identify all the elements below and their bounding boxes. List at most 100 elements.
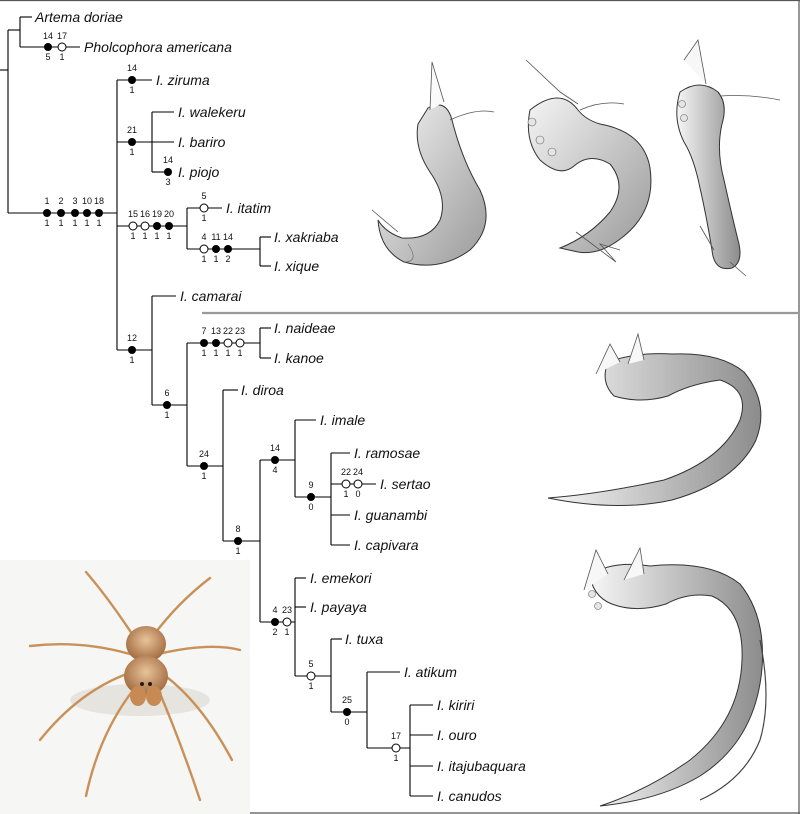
marker-filled xyxy=(71,209,79,217)
char-state: 1 xyxy=(166,231,171,241)
procursus-drawing-2 xyxy=(583,546,767,807)
char-state: 0 xyxy=(308,502,313,512)
char-number: 11 xyxy=(211,232,220,242)
genital-illustrations-top xyxy=(371,38,781,277)
bulbal-drawing-2 xyxy=(525,59,652,263)
char-state: 2 xyxy=(272,627,277,637)
char-number: 4 xyxy=(272,605,277,615)
spider-habitus-photo xyxy=(0,560,250,814)
marker-open xyxy=(57,42,67,52)
marker-open xyxy=(140,221,150,231)
char-number: 17 xyxy=(391,731,401,741)
char-number: 15 xyxy=(128,209,138,219)
character-markers: 14 17 5 1 14 1 1 2 3 10 18 1 1 1 1 1 21 … xyxy=(43,31,401,763)
char-state: 1 xyxy=(58,218,63,228)
taxon-label: I. payaya xyxy=(310,599,367,615)
char-number: 20 xyxy=(164,209,174,219)
char-number: 12 xyxy=(127,333,137,343)
marker-filled xyxy=(43,209,51,217)
marker-open xyxy=(391,743,401,753)
char-state: 1 xyxy=(201,348,206,358)
char-number: 14 xyxy=(270,443,280,453)
procursus-drawing-1 xyxy=(547,332,762,506)
marker-filled xyxy=(95,209,103,217)
marker-filled xyxy=(271,618,279,626)
char-number: 22 xyxy=(223,326,233,336)
marker-filled xyxy=(57,209,65,217)
marker-open xyxy=(282,617,292,627)
marker-filled xyxy=(234,537,242,545)
marker-filled xyxy=(307,493,315,501)
char-number: 6 xyxy=(164,388,169,398)
char-state: 1 xyxy=(154,231,159,241)
marker-open xyxy=(235,338,245,348)
char-number: 3 xyxy=(72,196,77,206)
marker-filled xyxy=(200,462,208,470)
char-state: 1 xyxy=(129,147,134,157)
char-number: 4 xyxy=(201,232,206,242)
marker-filled xyxy=(128,76,136,84)
char-state: 1 xyxy=(84,218,89,228)
taxon-label: I. kiriri xyxy=(437,697,475,713)
bulbal-drawing-1 xyxy=(371,61,495,266)
char-number: 14 xyxy=(43,31,53,41)
taxon-label: I. walekeru xyxy=(178,104,246,120)
char-state: 4 xyxy=(272,465,277,475)
char-state: 1 xyxy=(129,85,134,95)
char-number: 14 xyxy=(163,155,173,165)
char-number: 14 xyxy=(223,232,233,242)
char-state: 1 xyxy=(235,546,240,556)
char-state: 0 xyxy=(355,489,360,499)
char-state: 1 xyxy=(130,231,135,241)
marker-filled xyxy=(83,209,91,217)
marker-open xyxy=(223,338,233,348)
char-number: 18 xyxy=(94,196,104,206)
marker-filled xyxy=(212,339,220,347)
char-number: 24 xyxy=(353,467,363,477)
taxon-label: I. sertao xyxy=(380,476,431,492)
taxon-label: I. canudos xyxy=(437,788,502,804)
marker-filled xyxy=(165,222,173,230)
marker-open xyxy=(353,479,363,489)
taxon-label: I. ouro xyxy=(437,727,477,743)
marker-open xyxy=(128,221,138,231)
char-state: 0 xyxy=(344,717,349,727)
taxon-label: I. camarai xyxy=(180,288,242,304)
taxon-label: I. kanoe xyxy=(274,350,324,366)
char-number: 8 xyxy=(235,524,240,534)
char-number: 5 xyxy=(201,191,206,201)
taxon-label: I. naideae xyxy=(274,320,336,336)
marker-filled xyxy=(44,43,52,51)
char-state: 1 xyxy=(201,471,206,481)
char-state: 1 xyxy=(393,753,398,763)
marker-filled xyxy=(164,168,172,176)
char-state: 1 xyxy=(308,681,313,691)
char-number: 25 xyxy=(342,695,352,705)
taxon-label: I. guanambi xyxy=(354,507,428,523)
marker-filled xyxy=(153,222,161,230)
taxon-labels: Artema doriae Pholcophora americana I. z… xyxy=(34,9,526,804)
char-state: 1 xyxy=(201,254,206,264)
char-number: 13 xyxy=(211,326,221,336)
char-state: 5 xyxy=(45,52,50,62)
taxon-label: Pholcophora americana xyxy=(84,39,232,55)
char-state: 1 xyxy=(59,52,64,62)
bulbal-drawing-3 xyxy=(676,38,781,277)
char-state: 1 xyxy=(284,627,289,637)
taxon-label: I. tuxa xyxy=(345,631,383,647)
char-number: 19 xyxy=(152,209,162,219)
taxon-label: I. xique xyxy=(274,258,319,274)
char-state: 1 xyxy=(142,231,147,241)
char-number: 23 xyxy=(235,326,245,336)
taxon-label: I. piojo xyxy=(178,164,219,180)
marker-open xyxy=(306,671,316,681)
marker-filled xyxy=(271,456,279,464)
char-state: 2 xyxy=(225,254,230,264)
char-number: 22 xyxy=(341,467,351,477)
char-number: 21 xyxy=(127,125,137,135)
char-number: 17 xyxy=(57,31,67,41)
char-state: 1 xyxy=(237,348,242,358)
taxon-label: I. bariro xyxy=(178,134,226,150)
